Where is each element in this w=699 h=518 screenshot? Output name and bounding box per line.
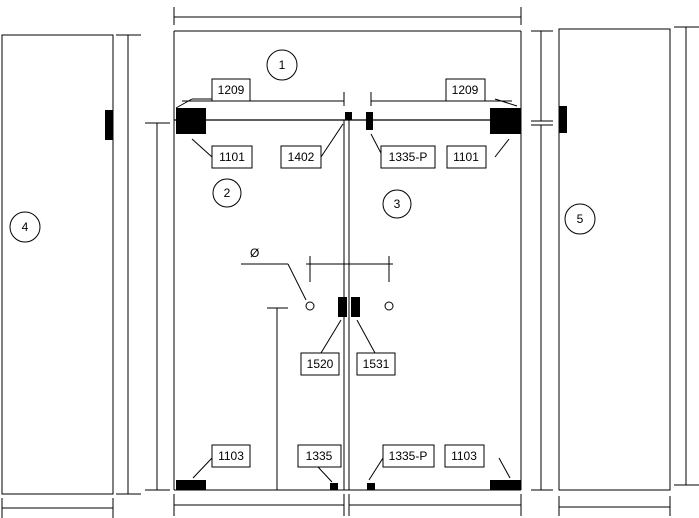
callout-text-top-lock-strike: 1335-P [389,150,428,164]
callout-box-bottom-patch-left [211,444,251,468]
callout-box-pivot-left [211,145,253,169]
hole-diameter-callout: Ø [241,246,393,301]
callout-box-center-lock-left [300,352,340,376]
left-side-panel: 4 [1,34,141,518]
bottom-lock-fitting-left [330,483,338,490]
panel-marker-4 [9,211,41,243]
callout-box-center-lock-right [356,352,396,376]
panel-number-1: 1 [279,58,286,72]
handle-hole-left [305,301,315,311]
overall-width-dim [173,7,522,25]
callout-box-bottom-patch-right [444,444,485,468]
center-top-stop-fitting [345,112,352,120]
top-patch-fitting-left [176,108,206,134]
callout-text-center-lock-left: 1520 [307,357,334,371]
diameter-symbol: Ø [250,246,259,260]
callout-text-center-top-stop: 1402 [288,150,315,164]
left-side-panel-outline [1,34,114,495]
leaf-width-dims [173,494,522,516]
panel-number-4: 4 [22,220,29,234]
right-height-dims [531,30,553,491]
panel-number-5: 5 [577,212,584,226]
callout-box-bottom-lock-left [297,444,342,468]
panel-number-3: 3 [394,197,401,211]
top-patch-fitting-right [490,108,521,134]
callout-box-center-top-stop [280,145,322,169]
handle-height-dim [267,307,288,490]
bottom-patch-fitting-right [490,480,521,490]
left-side-panel-clamp [105,110,113,140]
part-callouts: 1209 1209 1101 1402 1335-P 1101 1520 153… [211,78,487,468]
transom-panel: 1 [173,30,522,108]
callout-text-bottom-patch-right: 1103 [451,449,477,463]
left-leaf-height-dim [145,122,170,491]
right-side-panel-outline [558,28,671,491]
bottom-lock-strike-fitting [367,483,375,490]
panel-marker-2 [212,178,242,208]
callout-text-center-lock-right: 1531 [363,357,390,371]
callout-box-pivot-right [446,145,487,169]
leader-lines [175,98,518,483]
callout-text-bottom-patch-left: 1103 [218,449,244,463]
right-side-panel-clamp [559,106,567,133]
callout-text-pivot-left: 1101 [219,150,245,164]
callout-text-bottom-lock-left: 1335 [306,449,333,463]
panel-marker-3 [382,189,412,219]
hardware-fittings [176,108,521,490]
handle-hole-right [384,301,394,311]
right-side-panel: 5 [558,26,699,516]
center-lock-fitting-right [351,297,360,317]
callout-text-top-patch-left: 1209 [218,83,245,97]
panel-marker-5 [564,203,596,235]
center-lock-fitting-left [338,297,347,317]
panel-number-2: 2 [224,186,231,200]
callout-box-top-patch-left [211,78,251,102]
callout-box-top-patch-right [445,78,486,102]
top-lock-strike-fitting [366,112,373,130]
callout-box-bottom-lock-strike [382,444,435,468]
bottom-patch-fitting-left [176,480,206,490]
callout-box-top-lock-strike [380,145,436,169]
callout-text-pivot-right: 1101 [453,150,479,164]
callout-text-bottom-lock-strike: 1335-P [389,449,428,463]
panel-marker-1 [266,49,298,81]
callout-text-top-patch-right: 1209 [452,83,479,97]
